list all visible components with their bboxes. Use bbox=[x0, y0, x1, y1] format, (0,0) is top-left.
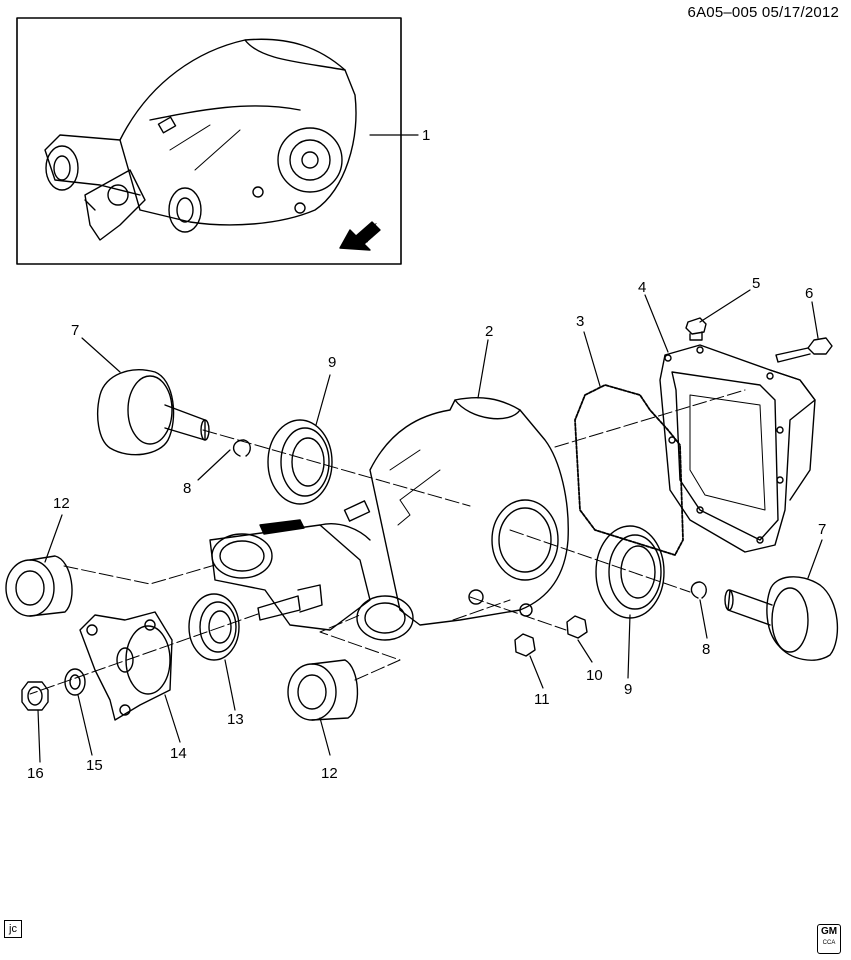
front-direction-arrow: FRT bbox=[339, 221, 384, 251]
gm-logo-subtext: CCA bbox=[822, 940, 836, 946]
callout-12-lower: 12 bbox=[321, 765, 338, 782]
mount-bushing-upper bbox=[5, 555, 73, 617]
drain-bolt bbox=[514, 603, 536, 657]
callout-labels: 1 2 3 4 5 6 7 7 8 8 9 9 10 11 12 12 13 1… bbox=[27, 127, 826, 782]
cover-gasket bbox=[574, 384, 684, 556]
illustrator-tag: jc bbox=[4, 920, 22, 938]
pinion-washer bbox=[64, 668, 86, 696]
fill-plug bbox=[685, 317, 707, 341]
callout-3: 3 bbox=[576, 313, 584, 330]
callout-5: 5 bbox=[752, 275, 760, 292]
differential-housing bbox=[209, 397, 569, 641]
pinion-shaft bbox=[257, 584, 323, 621]
callout-14: 14 bbox=[170, 745, 187, 762]
callout-11: 11 bbox=[534, 691, 550, 708]
axle-seal-left bbox=[267, 419, 333, 505]
callout-16: 16 bbox=[27, 765, 44, 782]
output-shaft-left bbox=[97, 369, 210, 456]
callout-7-left: 7 bbox=[71, 322, 79, 339]
callout-6: 6 bbox=[805, 285, 813, 302]
callout-7-right: 7 bbox=[818, 521, 826, 538]
leader-lines bbox=[37, 134, 823, 763]
alignment-lines bbox=[29, 389, 746, 695]
gm-logo-text: GM bbox=[820, 926, 838, 937]
snap-ring-left bbox=[233, 439, 251, 457]
callout-9-left: 9 bbox=[328, 354, 336, 371]
callout-13: 13 bbox=[227, 711, 244, 728]
mount-bushing-lower bbox=[287, 659, 359, 721]
callout-1: 1 bbox=[422, 127, 430, 144]
axle-seal-right bbox=[595, 525, 665, 619]
callout-12-upper: 12 bbox=[53, 495, 70, 512]
snap-ring-right bbox=[690, 581, 707, 599]
callout-4: 4 bbox=[638, 279, 646, 296]
output-shaft-right bbox=[724, 576, 839, 661]
front-arrow-label: FRT bbox=[360, 222, 384, 246]
callout-15: 15 bbox=[86, 757, 103, 774]
diagram-code-date: 6A05–005 05/17/2012 bbox=[687, 4, 839, 21]
inset-assembly-view: FRT bbox=[16, 17, 402, 265]
cover-bolt bbox=[775, 337, 833, 363]
gm-logo: GM CCA bbox=[817, 924, 841, 954]
pinion-flange bbox=[79, 611, 173, 721]
callout-9-right: 9 bbox=[624, 681, 632, 698]
callout-2: 2 bbox=[485, 323, 493, 340]
pinion-seal bbox=[188, 593, 240, 661]
callout-8-left: 8 bbox=[183, 480, 191, 497]
callout-10: 10 bbox=[586, 667, 603, 684]
pinion-nut bbox=[21, 681, 49, 711]
vent-bolt bbox=[566, 615, 588, 639]
callout-8-right: 8 bbox=[702, 641, 710, 658]
rear-cover bbox=[659, 344, 816, 553]
assembled-differential bbox=[44, 38, 357, 241]
